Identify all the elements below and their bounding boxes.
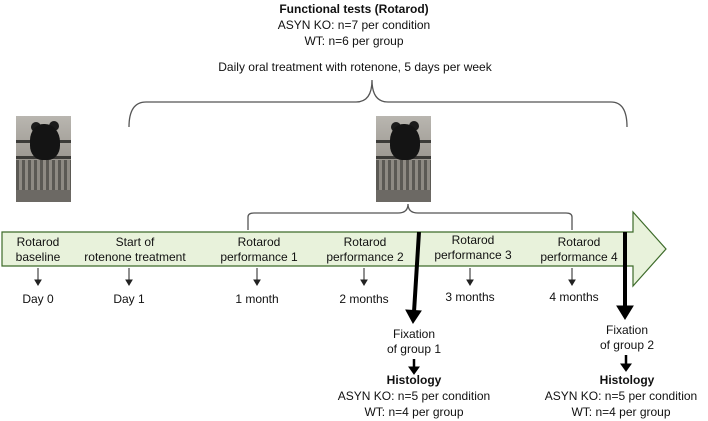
functional-tests-title: Functional tests (Rotarod): [279, 2, 429, 16]
stage-label-performance-3: Rotarod performance 3: [434, 233, 512, 262]
stage-label-performance-1: Rotarod performance 1: [220, 235, 298, 264]
tick-arrowhead-day1: [125, 279, 133, 286]
histology-arrowhead-1: [408, 366, 420, 375]
tick-arrowhead-day0: [34, 279, 42, 286]
tick-arrowhead-3months: [466, 279, 474, 286]
time-label-4-months: 4 months: [549, 290, 599, 304]
fixation-arrow-1: [412, 231, 421, 313]
stage-label-performance-2: Rotarod performance 2: [326, 235, 404, 264]
time-label-2-months: 2 months: [339, 292, 389, 306]
histology-arrowhead-2: [620, 363, 632, 372]
rotarod-mouse-photo-2: [376, 116, 431, 202]
tick-arrowhead-2months: [360, 279, 368, 286]
time-label-3-months: 3 months: [445, 290, 495, 304]
fixation-group-2-label: Fixation of group 2: [599, 323, 655, 352]
time-label-day-0: Day 0: [22, 292, 54, 306]
functional-tests-wt: WT: n=6 per group: [304, 34, 404, 48]
stage-label-start-of-treatment: Start of rotenone treatment: [84, 235, 186, 264]
rotarod-performance-brace: [247, 203, 573, 230]
tick-arrowhead-1month: [253, 279, 261, 286]
histology-1-asyn-ko: ASYN KO: n=5 per condition: [337, 389, 491, 403]
time-label-day-1: Day 1: [113, 292, 145, 306]
histology-1-title: Histology: [386, 373, 442, 387]
stage-label-performance-4: Rotarod performance 4: [540, 235, 618, 264]
treatment-brace: [128, 79, 628, 128]
timeline-arrow: [1, 210, 667, 288]
functional-tests-asyn-ko: ASYN KO: n=7 per condition: [277, 18, 431, 32]
rotarod-mouse-photo-1: [16, 116, 71, 202]
tick-arrowhead-4months: [568, 279, 576, 286]
histology-2-asyn-ko: ASYN KO: n=5 per condition: [544, 389, 698, 403]
fixation-arrowhead-2: [616, 305, 634, 320]
histology-2-title: Histology: [599, 373, 655, 387]
treatment-label: Daily oral treatment with rotenone, 5 da…: [218, 60, 492, 74]
fixation-group-1-label: Fixation of group 1: [386, 327, 442, 356]
histology-1-wt: WT: n=4 per group: [364, 405, 464, 419]
histology-2-wt: WT: n=4 per group: [571, 405, 671, 419]
stage-label-rotarod-baseline: Rotarod baseline: [15, 235, 61, 264]
time-label-1-month: 1 month: [235, 292, 279, 306]
fixation-arrowhead-1: [405, 309, 422, 324]
